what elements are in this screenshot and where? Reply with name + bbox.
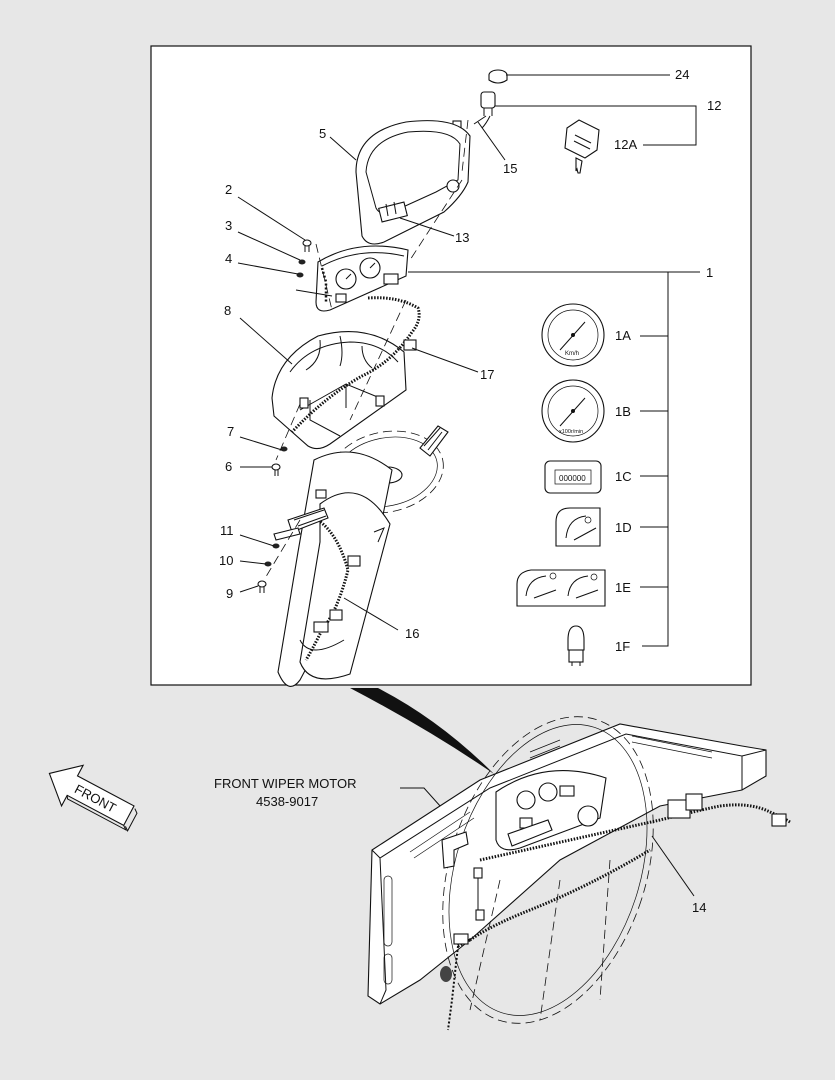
callout-11: 11 bbox=[220, 523, 234, 538]
gauge-1a-speedometer: Km/h bbox=[541, 303, 605, 367]
part-5-cluster-bezel bbox=[355, 120, 471, 245]
callout-13: 13 bbox=[455, 230, 469, 245]
combination-switch-right bbox=[419, 425, 449, 457]
screws-2-3-4 bbox=[296, 239, 312, 278]
callout-1: 1 bbox=[706, 265, 713, 280]
front-direction-arrow: FRONT bbox=[48, 764, 138, 832]
callout-1a: 1A bbox=[615, 328, 631, 343]
part-12-key-switch bbox=[452, 91, 496, 130]
callout-15: 15 bbox=[503, 161, 517, 176]
callout-16: 16 bbox=[405, 626, 419, 641]
dashboard-overview bbox=[367, 716, 791, 1031]
gauge-1d-temperature bbox=[555, 507, 601, 547]
part-16-column-cover bbox=[277, 430, 444, 687]
screws-9-10-11 bbox=[257, 543, 280, 593]
callout-12: 12 bbox=[707, 98, 721, 113]
callout-17: 17 bbox=[480, 367, 494, 382]
gauge-1e-fuel-temp-pair bbox=[516, 569, 606, 607]
part-1f-bulb bbox=[567, 625, 585, 666]
callout-6: 6 bbox=[225, 459, 232, 474]
part-1-instrument-cluster bbox=[315, 245, 409, 312]
callout-4: 4 bbox=[225, 251, 232, 266]
callout-14: 14 bbox=[692, 900, 706, 915]
speed-unit: Km/h bbox=[565, 351, 579, 357]
part-24-cap bbox=[488, 69, 508, 84]
callout-3: 3 bbox=[225, 218, 232, 233]
callout-12a: 12A bbox=[614, 137, 637, 152]
callout-5: 5 bbox=[319, 126, 326, 141]
detail-pointer-wedge bbox=[350, 688, 494, 774]
gauge-1b-tachometer: x100r/min bbox=[541, 379, 605, 443]
rpm-unit: x100r/min bbox=[559, 429, 583, 435]
combination-switch-left bbox=[273, 507, 329, 541]
callout-1b: 1B bbox=[615, 404, 631, 419]
callout-2: 2 bbox=[225, 182, 232, 197]
assembly-center-lines bbox=[263, 119, 469, 581]
callout-7: 7 bbox=[227, 424, 234, 439]
callout-1e: 1E bbox=[615, 580, 631, 595]
wiper-motor-part-number: 4538-9017 bbox=[256, 794, 318, 809]
hour-meter-digits: 000000 bbox=[559, 474, 586, 483]
part-17-harness bbox=[290, 296, 421, 434]
callout-1c: 1C bbox=[615, 469, 632, 484]
part-17-connector bbox=[403, 339, 417, 351]
part-12a-key bbox=[564, 119, 600, 174]
wiper-motor-label: FRONT WIPER MOTOR bbox=[214, 776, 357, 791]
callout-1f: 1F bbox=[615, 639, 630, 654]
gauge-1c-hour-meter: 000000 bbox=[544, 460, 602, 494]
callout-8: 8 bbox=[224, 303, 231, 318]
callout-24: 24 bbox=[675, 67, 689, 82]
callout-9: 9 bbox=[226, 586, 233, 601]
callout-labels: 24 12 12A 15 5 2 3 4 13 1 8 17 1A 1B 7 6… bbox=[219, 67, 721, 915]
leader-lines bbox=[237, 74, 700, 647]
callout-10: 10 bbox=[219, 553, 233, 568]
callout-1d: 1D bbox=[615, 520, 632, 535]
